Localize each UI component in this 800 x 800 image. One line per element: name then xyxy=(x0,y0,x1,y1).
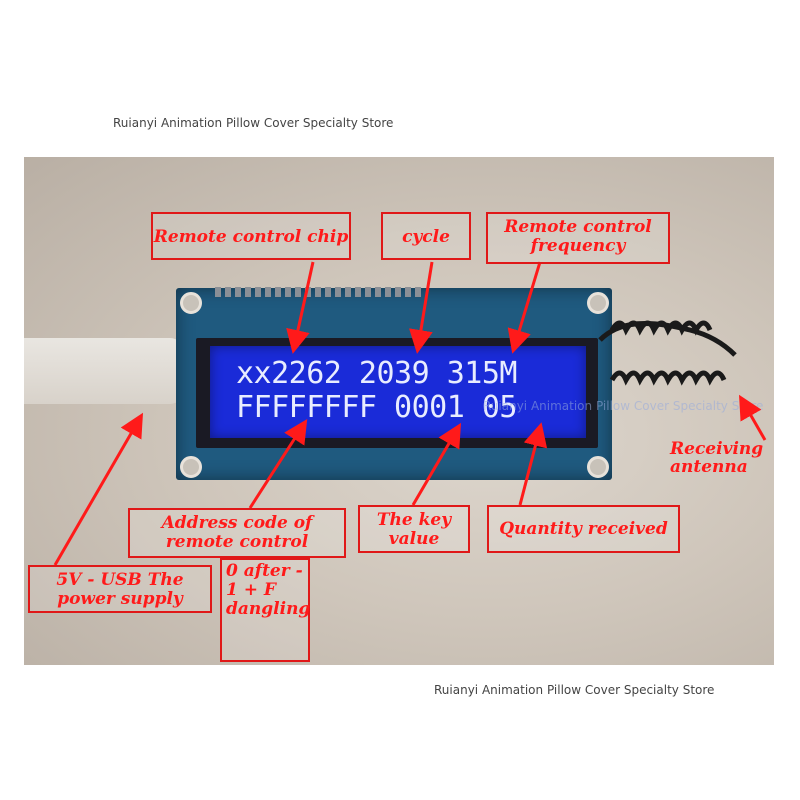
arrow-key xyxy=(411,422,462,506)
mounting-hole xyxy=(587,456,609,478)
lcd-screen xyxy=(210,346,586,438)
lcd-line-1: xx2262 2039 315M xyxy=(236,356,517,391)
label-key-value: The key value xyxy=(358,505,470,553)
arrow-cycle xyxy=(409,261,434,354)
arrow-power xyxy=(53,412,144,566)
label-receiving-antenna: Receiving antenna xyxy=(670,439,764,477)
usb-cable xyxy=(24,338,184,404)
watermark-overlay: Ruianyi Animation Pillow Cover Specialty… xyxy=(483,399,764,413)
arrow-address xyxy=(248,418,308,509)
label-quantity-received: Quantity received xyxy=(487,505,680,553)
mounting-hole xyxy=(180,456,202,478)
label-address-code: Address code of remote control xyxy=(128,508,346,558)
arrow-antenna xyxy=(739,394,767,441)
mounting-hole xyxy=(587,292,609,314)
label-cycle: cycle xyxy=(381,212,471,260)
header-pins xyxy=(215,287,425,297)
label-remote-control-frequency: Remote control frequency xyxy=(486,212,670,264)
label-power-supply: 5V - USB The power supply xyxy=(28,565,212,613)
label-address-note: 0 after - 1 + F dangling xyxy=(220,558,310,662)
arrow-chip xyxy=(286,261,315,354)
lcd-line-2: FFFFFFFF 0001 05 xyxy=(236,390,517,425)
mounting-hole xyxy=(180,292,202,314)
watermark-bottom: Ruianyi Animation Pillow Cover Specialty… xyxy=(434,683,715,697)
arrow-quantity xyxy=(518,422,548,506)
arrow-frequency xyxy=(507,261,542,354)
label-remote-control-chip: Remote control chip xyxy=(151,212,351,260)
watermark-top: Ruianyi Animation Pillow Cover Specialty… xyxy=(113,116,394,130)
antenna-coil xyxy=(598,320,737,386)
